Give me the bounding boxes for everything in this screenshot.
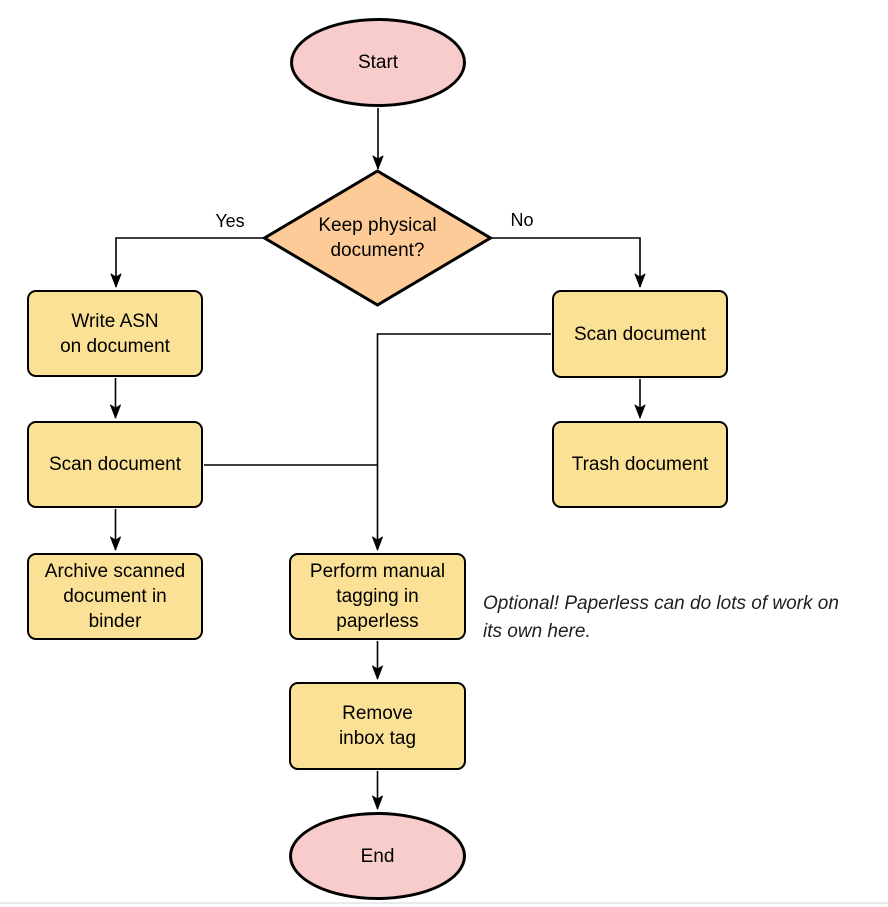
- node-end: End: [289, 812, 466, 900]
- node-manual-tagging-label: Perform manual: [309, 561, 446, 582]
- node-decision-label-line: document?: [330, 240, 425, 261]
- node-trash-document: Trash document: [552, 421, 728, 508]
- optional-note-line: Optional! Paperless can do lots of work …: [483, 593, 839, 614]
- node-start-label: Start: [357, 52, 399, 73]
- node-remove-inbox-tag-label: Remove: [342, 703, 413, 724]
- node-manual-tagging: Perform manual tagging in paperless: [289, 553, 466, 640]
- node-start: Start: [290, 18, 466, 107]
- optional-note: Optional! Paperless can do lots of work …: [483, 590, 887, 646]
- edge-decision-no-to-scan-right: [492, 237, 646, 288]
- node-scan-document-left: Scan document: [27, 421, 203, 508]
- node-write-asn: Write ASN on document: [27, 290, 203, 377]
- node-manual-tagging-label: paperless: [336, 611, 419, 632]
- node-remove-inbox-tag: Remove inbox tag: [289, 682, 466, 770]
- node-write-asn-label: Write ASN: [71, 310, 159, 332]
- optional-note-line: its own here.: [483, 621, 591, 642]
- node-archive-binder-label: Archive scanned: [44, 561, 186, 582]
- node-decision-label: Keep physical document?: [280, 213, 475, 263]
- node-archive-binder-label: document in: [63, 586, 167, 607]
- node-manual-tagging-label: tagging in: [336, 586, 419, 607]
- node-decision-label-line: Keep physical: [318, 215, 437, 236]
- node-write-asn-label: on document: [60, 335, 170, 357]
- edge-decision-yes-to-write-asn: [110, 237, 263, 288]
- edge-label-no: No: [510, 210, 534, 230]
- node-scan-document-right-label: Scan document: [573, 323, 707, 345]
- node-trash-document-label: Trash document: [571, 454, 709, 475]
- node-scan-document-right: Scan document: [552, 290, 728, 378]
- canvas-bottom-edge: [0, 902, 888, 904]
- node-archive-binder-label: binder: [88, 611, 142, 632]
- node-end-label: End: [360, 845, 395, 867]
- node-archive-binder: Archive scanned document in binder: [27, 553, 203, 640]
- node-remove-inbox-tag-label: inbox tag: [338, 728, 417, 749]
- edge-scan-right-to-manual-tagging: [372, 333, 551, 551]
- edge-label-yes: Yes: [215, 211, 245, 231]
- node-scan-document-left-label: Scan document: [48, 454, 182, 475]
